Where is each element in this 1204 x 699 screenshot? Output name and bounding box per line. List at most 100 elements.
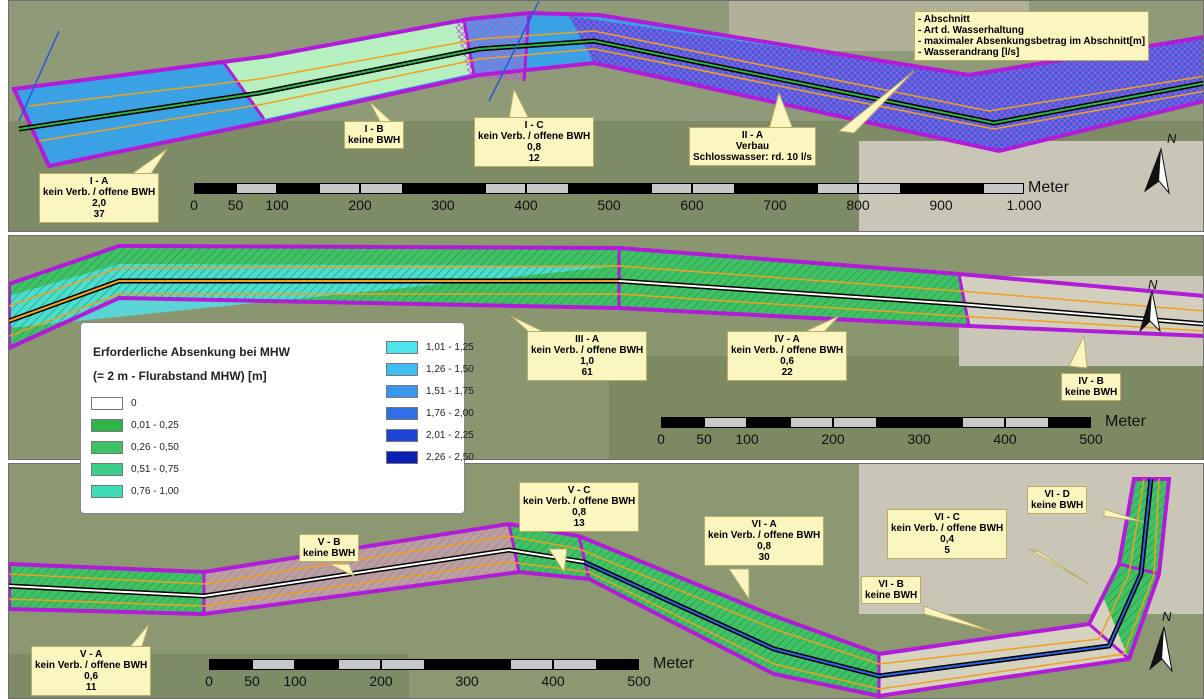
callout-line: 30 (758, 552, 770, 563)
callout-section-ic: I - C kein Verb. / offene BWH 0,8 12 (474, 117, 595, 167)
callout-line: 5 (944, 545, 950, 556)
scale-segment (650, 183, 692, 194)
callout-line: - Abschnitt (918, 14, 970, 25)
callout-line: VI - A (751, 519, 777, 530)
scale-tick-label: 500 (627, 673, 651, 689)
callout-line: 2,0 (92, 198, 107, 209)
scale-tick-label: 50 (227, 197, 244, 213)
callout-line: kein Verb. / offene BWH (891, 523, 1004, 534)
scale-segment (484, 183, 526, 194)
scale-segment (876, 417, 919, 428)
north-arrow-icon (1143, 147, 1170, 195)
callout-line: 37 (93, 209, 105, 220)
callout-line: kein Verb. / offene BWH (708, 530, 821, 541)
scale-tick-label: 500 (597, 197, 621, 213)
callout-section-va: V - A kein Verb. / offene BWH 0,6 11 (31, 646, 152, 696)
scale-segment (567, 183, 609, 194)
north-arrow-icon (1148, 626, 1173, 673)
callout-line: 0,4 (940, 534, 955, 545)
legend-swatch (386, 451, 418, 464)
callout-section-ib: I - B keine BWH (344, 121, 405, 149)
scale-unit: Meter (1105, 413, 1146, 430)
scale-segment (401, 183, 443, 194)
callout-key: - Abschnitt - Art d. Wasserhaltung - max… (914, 11, 1150, 61)
legend-label: 1,01 - 1,25 (426, 342, 474, 353)
scale-tick-label: 200 (369, 673, 393, 689)
legend-swatch (386, 407, 418, 420)
callout-line: 12 (528, 153, 540, 164)
callout-line: Verbau (735, 141, 770, 152)
scale-tick-label: 100 (283, 673, 307, 689)
legend-swatch (386, 363, 418, 376)
callout-line: keine BWH (1031, 500, 1084, 511)
legend-label: 1,76 - 2,00 (426, 408, 474, 419)
callout-line: keine BWH (1065, 387, 1118, 398)
callout-line: 22 (781, 367, 793, 378)
callout-line: keine BWH (865, 590, 918, 601)
legend-label: 0,51 - 0,75 (131, 464, 179, 475)
callout-section-vic: VI - C kein Verb. / offene BWH 0,4 5 (887, 509, 1008, 559)
legend-swatch (386, 429, 418, 442)
callout-section-iiia: III - A kein Verb. / offene BWH 1,0 61 (527, 331, 648, 381)
callout-line: kein Verb. / offene BWH (43, 187, 156, 198)
scale-segment (816, 183, 858, 194)
callout-line: IV - B (1078, 376, 1104, 387)
legend: Erforderliche Absenkung bei MHW (= 2 m -… (80, 322, 474, 514)
callout-line: 1,0 (580, 356, 595, 367)
callout-line: 11 (85, 682, 97, 693)
map-panel-3: V - A kein Verb. / offene BWH 0,6 11 V -… (8, 463, 1204, 699)
callout-line: V - A (79, 649, 103, 660)
map-panel-1: I - A kein Verb. / offene BWH 2,0 37 I -… (8, 0, 1204, 232)
callout-line: VI - D (1044, 489, 1070, 500)
scale-tick-label: 200 (348, 197, 372, 213)
callout-section-iia: II - A Verbau Schlosswasser: rd. 10 l/s (689, 127, 816, 166)
scale-tick-label: 0 (657, 431, 665, 447)
callout-line: kein Verb. / offene BWH (523, 496, 636, 507)
north-arrow: N (1144, 609, 1194, 679)
scale-tick-label: 0 (205, 673, 213, 689)
scale-tick-label: 400 (541, 673, 565, 689)
north-arrow: N (1134, 277, 1184, 341)
callout-line: 13 (573, 518, 585, 529)
scale-segment (318, 183, 360, 194)
scale-unit: Meter (653, 655, 694, 672)
scale-segment (209, 659, 252, 670)
callout-section-vib: VI - B keine BWH (861, 576, 922, 604)
callout-line: 0,8 (572, 507, 587, 518)
scale-segment (194, 183, 236, 194)
callout-section-vid: VI - D keine BWH (1027, 486, 1088, 514)
legend-title: Erforderliche Absenkung bei MHW (93, 345, 290, 359)
legend-label: 0,01 - 0,25 (131, 420, 179, 431)
callout-line: 0,6 (84, 671, 99, 682)
callout-line: 0,8 (757, 541, 772, 552)
scale-tick-label: 800 (846, 197, 870, 213)
scale-tick-label: 700 (763, 197, 787, 213)
callout-line: - Wasserandrang [l/s] (918, 47, 1020, 58)
scale-segment (790, 417, 833, 428)
legend-swatch (91, 485, 123, 498)
north-arrow: N (1139, 131, 1189, 201)
north-label: N (1167, 131, 1177, 146)
legend-label: 1,26 - 1,50 (426, 364, 474, 375)
callout-line: Schlosswasser: rd. 10 l/s (693, 152, 812, 163)
legend-swatch (386, 385, 418, 398)
callout-line: III - A (575, 334, 600, 345)
callout-line: 61 (581, 367, 593, 378)
callout-line: keine BWH (303, 548, 356, 559)
legend-swatch (91, 397, 123, 410)
callout-line: 0,8 (527, 142, 542, 153)
callout-line: 0,6 (780, 356, 795, 367)
scale-segment (733, 183, 775, 194)
legend-subtitle: (= 2 m - Flurabstand MHW) [m] (93, 369, 267, 383)
scale-tick-label: 600 (680, 197, 704, 213)
legend-label: 0 (131, 398, 137, 409)
callout-section-iva: IV - A kein Verb. / offene BWH 0,6 22 (727, 331, 848, 381)
legend-label: 0,76 - 1,00 (131, 486, 179, 497)
scale-tick-label: 900 (929, 197, 953, 213)
scale-tick-label: 300 (455, 673, 479, 689)
legend-label: 2,01 - 2,25 (426, 430, 474, 441)
scale-segment (252, 659, 295, 670)
legend-swatch (91, 419, 123, 432)
